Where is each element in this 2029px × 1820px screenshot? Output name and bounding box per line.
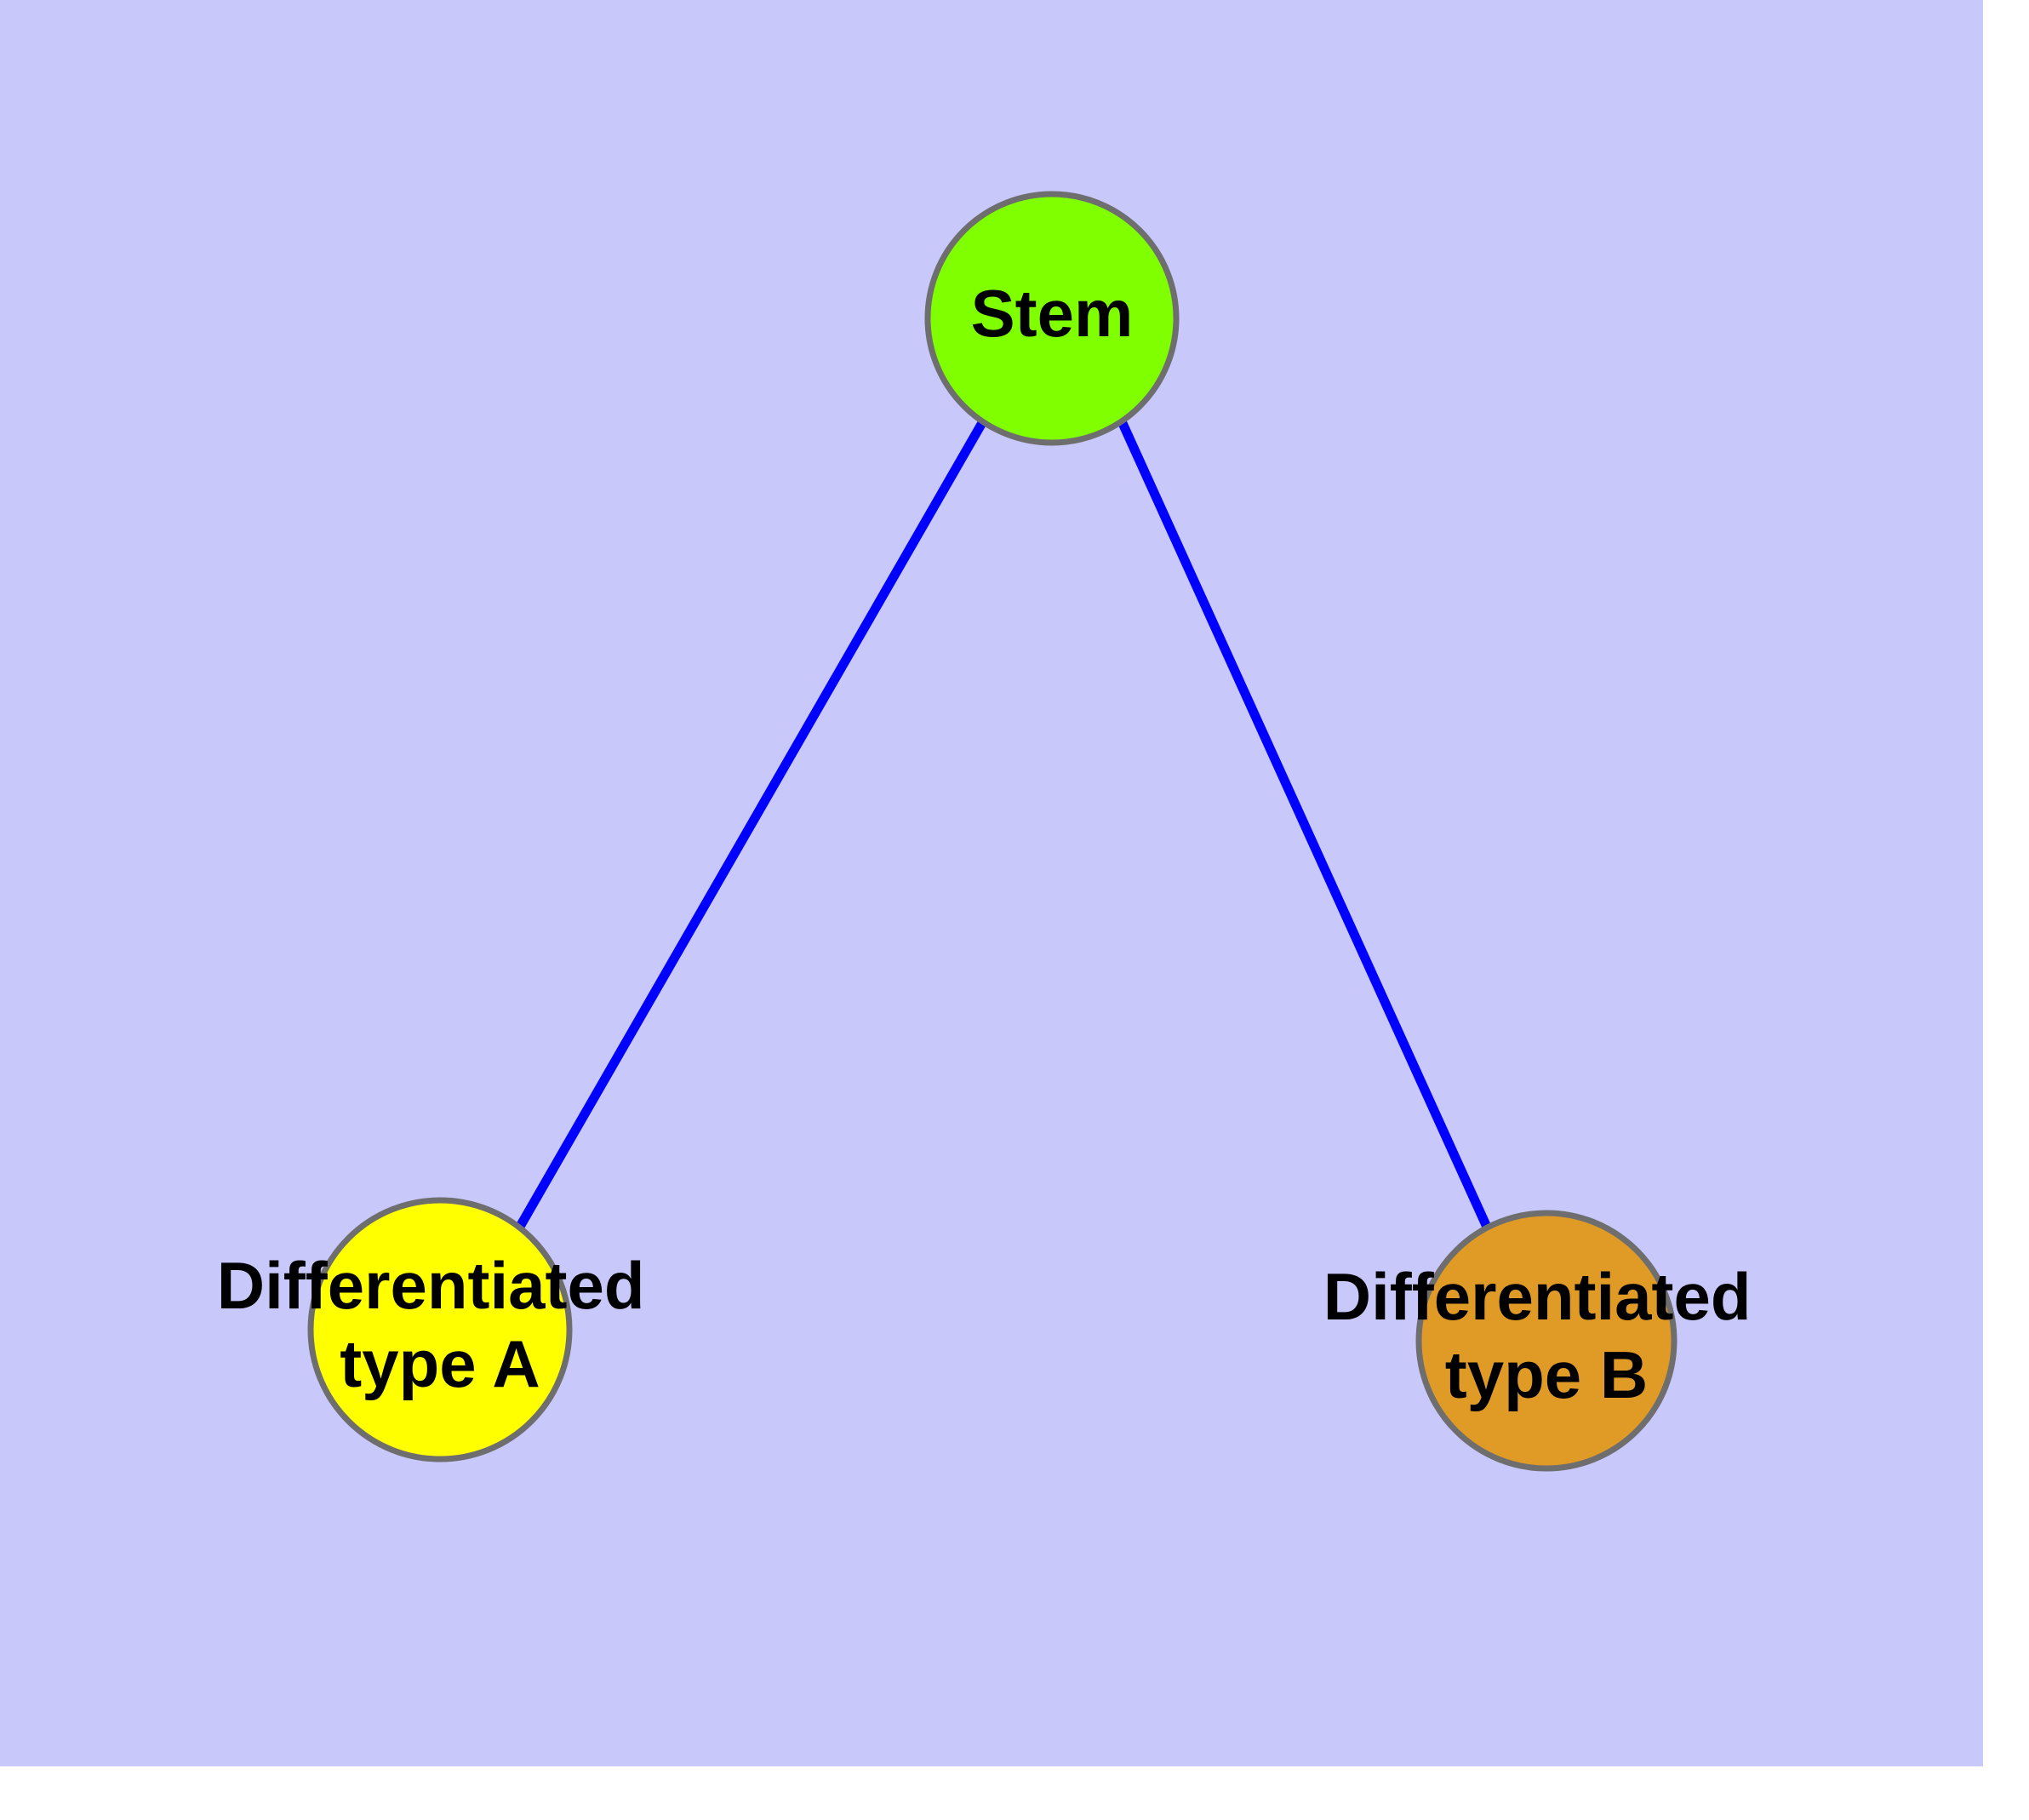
node-stem-label: Stem bbox=[971, 276, 1134, 351]
node-differentiated-type-b-label-line-1: Differentiated bbox=[1323, 1259, 1752, 1334]
node-differentiated-type-a-label-line-2: type A bbox=[340, 1326, 540, 1401]
edge-stem-to-differentiated-type-b bbox=[1117, 419, 1495, 1235]
node-differentiated-type-b-label: Differentiated type B bbox=[1323, 1259, 1769, 1412]
node-differentiated-type-b-label-line-2: type B bbox=[1445, 1337, 1648, 1412]
node-stem[interactable]: Stem bbox=[924, 191, 1180, 446]
node-stem-circle[interactable] bbox=[924, 191, 1180, 446]
node-differentiated-type-a-label-line-1: Differentiated bbox=[217, 1248, 645, 1323]
edge-stem-to-differentiated-type-a bbox=[513, 419, 987, 1233]
node-differentiated-type-a[interactable]: Differentiated type A bbox=[217, 1197, 663, 1462]
node-stem-label-line-1: Stem bbox=[971, 276, 1134, 351]
node-differentiated-type-b-circle[interactable] bbox=[1415, 1210, 1677, 1472]
node-differentiated-type-a-circle[interactable] bbox=[307, 1197, 573, 1462]
node-layer: Stem Differentiated type A Differentiate… bbox=[217, 191, 1769, 1472]
node-differentiated-type-b[interactable]: Differentiated type B bbox=[1323, 1210, 1769, 1472]
node-differentiated-type-a-label: Differentiated type A bbox=[217, 1248, 663, 1401]
edge-layer bbox=[513, 419, 1495, 1235]
